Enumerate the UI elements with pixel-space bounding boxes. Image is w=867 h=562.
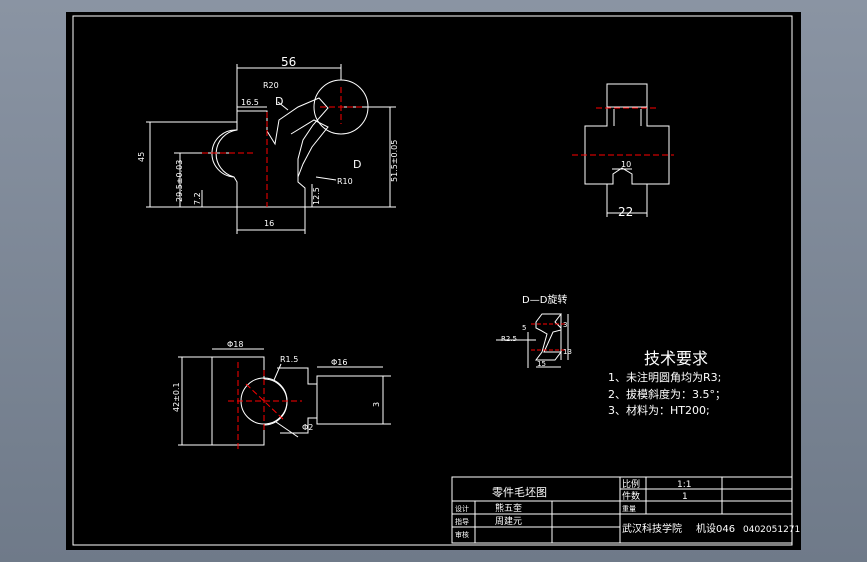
tech-item-3: 3、材料为：HT200; [608,403,710,417]
front-dim-29-5: 29.5±0.03 [175,160,184,202]
front-dim-r10: R10 [337,177,353,186]
tb-guide: 周建元 [495,515,522,527]
top-dim-r1-5: R1.5 [280,355,298,364]
tb-student-id: 0402051271 [743,525,800,535]
front-dim-r20: R20 [263,81,279,90]
drawing-sheet: 56 R20 16.5 D D R10 16 45 29.5±0.03 51.5… [66,12,801,550]
top-dim-42: 42±0.1 [172,382,181,412]
top-dim-phi18: Φ18 [227,340,243,349]
drawing-canvas: 56 R20 16.5 D D R10 16 45 29.5±0.03 51.5… [72,15,800,546]
tech-title: 技术要求 [644,349,708,368]
top-dim-3: 3 [372,402,381,407]
tb-review-label: 审核 [455,530,469,539]
front-view [146,64,396,234]
tb-qty-label: 件数 [622,490,640,502]
top-boss [316,375,384,425]
top-dim-phi16: Φ16 [331,358,347,367]
tech-item-1: 1、未注明圆角均为R3; [608,370,721,384]
tb-school: 武汉科技学院 [622,522,682,535]
top-centerlines [228,362,302,452]
tb-scale-label: 比例 [622,478,640,490]
front-dim-51-5: 51.5±0.05 [390,140,399,182]
section-dim-5: 5 [522,324,526,332]
tb-drawing-name: 零件毛坯图 [492,486,547,499]
top-dim-phi2: Φ2 [302,423,313,432]
front-dim-16: 16 [264,219,274,228]
title-block [451,476,793,544]
section-dim-3: 3 [563,321,567,329]
top-view [178,348,391,446]
side-centerlines [572,107,674,156]
front-dim-56: 56 [281,55,296,69]
front-dim-7-2: 7.2 [193,192,202,205]
tb-weight-label: 重量 [622,505,636,513]
tb-guide-label: 指导 [455,517,469,526]
front-label-d-top: D [275,95,283,108]
front-rib [290,119,329,178]
side-dim-10: 10 [621,160,631,169]
front-centerlines [202,87,364,207]
side-body-outline [584,83,670,185]
tb-qty-value: 1 [682,492,688,502]
tech-item-2: 2、拔模斜度为：3.5°； [608,387,726,401]
section-dim-15: 15 [537,360,546,368]
tb-designer: 熊五奎 [495,502,522,514]
side-view [584,83,670,217]
side-dim-22: 22 [618,205,633,219]
tb-design-label: 设计 [455,504,469,513]
drawing-border [72,15,793,546]
front-body-outline [215,97,329,208]
front-label-d-bottom: D [353,158,361,171]
section-outline [535,313,562,361]
front-dim-45: 45 [137,152,146,162]
front-dim-16-5: 16.5 [241,98,259,107]
front-dim-12-5: 12.5 [312,187,321,205]
section-title: D—D旋转 [522,293,567,306]
tb-scale-value: 1:1 [677,480,691,490]
tb-class: 机设046 [696,522,735,535]
front-left-boss [211,129,238,178]
section-view [496,313,569,368]
section-dim-r2-5: R2.5 [501,335,517,343]
section-dim-13: 13 [563,348,572,356]
